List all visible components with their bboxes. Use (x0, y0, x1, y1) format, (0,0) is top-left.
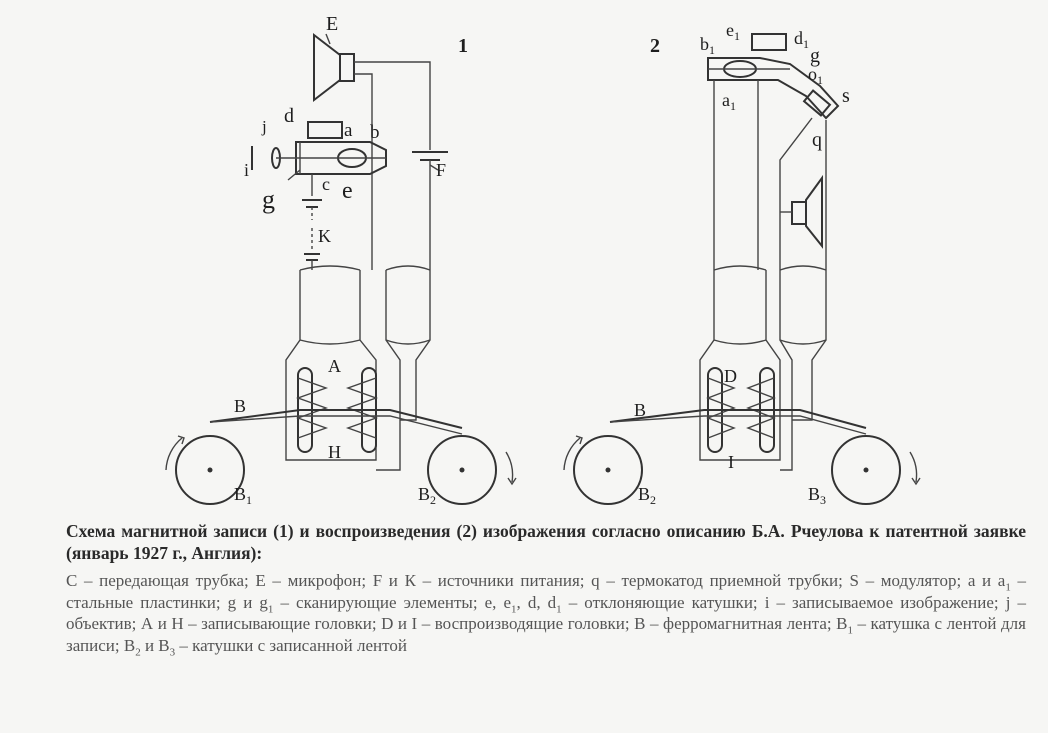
label-i-image: i (244, 160, 249, 180)
caption-text: , d, d (516, 592, 557, 612)
panel-1-number: 1 (458, 35, 468, 57)
reel-b3 (831, 435, 921, 505)
label-a1-plate: a1 (722, 90, 736, 113)
label-o1: o1 (808, 64, 823, 87)
label-c-tube: c (322, 174, 330, 194)
caption-subscript: 1 (556, 602, 562, 615)
label-b-tape: B (234, 396, 246, 416)
label-b-tape-2: B (634, 400, 646, 420)
label-k-power-source: K (318, 226, 331, 246)
ferromagnetic-tape-b (209, 409, 463, 429)
label-e-microphone: E (326, 13, 338, 35)
caption-text: и В (140, 635, 170, 655)
recording-playback-diagram: 1 E F d a b j i g (165, 13, 921, 507)
battery-f (412, 151, 448, 270)
reel-b1 (165, 435, 245, 505)
label-s-modulator: s (842, 85, 850, 107)
caption-subscript: 1 (511, 602, 517, 615)
label-q-thermocathode: q (812, 129, 822, 151)
caption-text: – отклоняющие катушки; i – записываемое … (66, 592, 1026, 634)
caption-text: С – передающая трубка; Е – микрофон; F и… (66, 571, 1006, 590)
label-j-lens: j (261, 117, 267, 136)
receiving-tube (707, 33, 840, 120)
label-b2-reel-2: B2 (638, 484, 656, 507)
label-b: b (370, 122, 380, 143)
panel-1-recording: 1 E F d a b j i g (165, 13, 517, 507)
label-b1-reel: B1 (234, 484, 252, 507)
label-a-plate: a (344, 120, 353, 141)
caption-legend: С – передающая трубка; Е – микрофон; F и… (66, 570, 1027, 658)
label-b2-reel: B2 (418, 484, 436, 507)
panel-2-number: 2 (650, 35, 660, 57)
reel-b2-playback (563, 435, 643, 505)
caption-title: Схема магнитной записи (1) и воспроизвед… (66, 521, 1026, 563)
label-d-coil: d (284, 105, 294, 127)
microphone-e (313, 32, 355, 103)
caption-subscript: 3 (169, 645, 176, 658)
caption-text: – катушки с записанной лентой (175, 635, 407, 655)
label-b3-reel: B3 (808, 484, 826, 507)
label-d-playback-head: D (724, 366, 737, 386)
label-g-scanner: g (262, 185, 275, 214)
caption-subscript: 1 (1005, 581, 1011, 594)
label-b1-tube: b1 (700, 34, 715, 57)
label-h-recording-head: H (328, 442, 341, 462)
panel-2-playback: 2 b1 e1 d1 g o1 a1 s q (563, 20, 921, 507)
label-d1-coil: d1 (794, 28, 809, 51)
ferromagnetic-tape-b-2 (609, 409, 867, 429)
label-f-power-source: F (436, 160, 446, 180)
caption-subscript: 1 (267, 602, 274, 615)
figure-caption: Схема магнитной записи (1) и воспроизвед… (66, 520, 1027, 658)
caption-text: – катушка с лентой для записи; В (66, 614, 1026, 655)
reel-b2 (427, 435, 517, 505)
caption-subscript: 1 (847, 624, 853, 637)
caption-subscript: 2 (135, 645, 141, 658)
label-a-recording-head: A (328, 356, 341, 376)
label-e-coil: e (342, 178, 353, 204)
label-i-playback-head: I (728, 452, 734, 472)
label-e1-coil: e1 (726, 20, 740, 43)
caption-text: – стальные пластинки; g и g (66, 571, 1027, 612)
caption-text: – сканирующие элементы; e, e (273, 592, 512, 612)
loudspeaker (780, 174, 823, 249)
label-g-scanner-2: g (810, 45, 820, 67)
